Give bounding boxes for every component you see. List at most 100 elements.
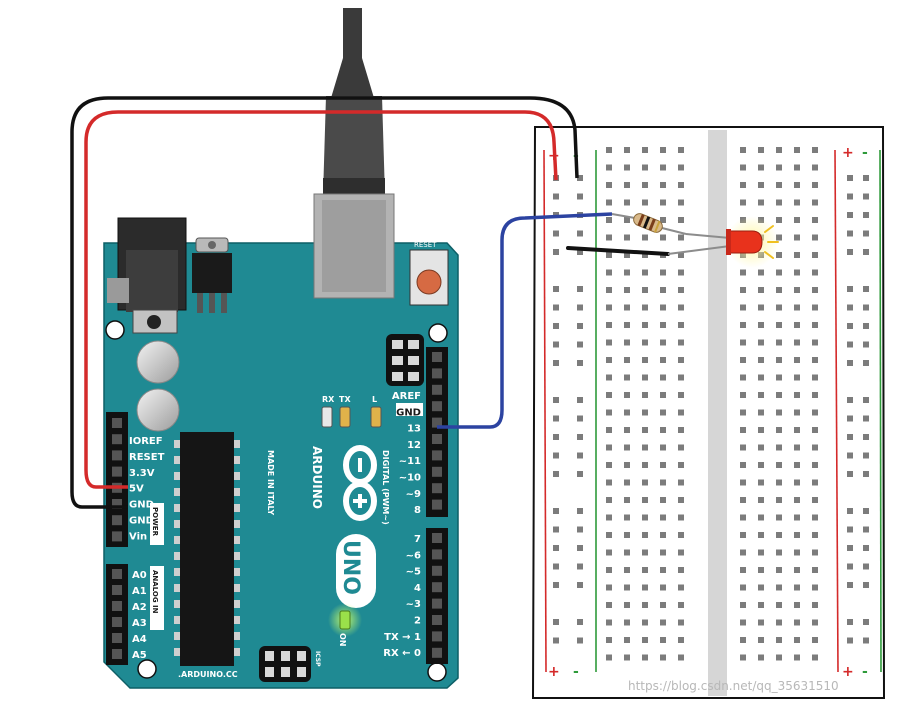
breadboard-hole: [758, 427, 764, 433]
breadboard-hole: [758, 287, 764, 293]
breadboard-hole: [776, 619, 782, 626]
rail-plus-sign-bottom-left: +: [548, 664, 560, 680]
pin-label: A5: [132, 650, 147, 661]
breadboard-hole: [606, 147, 612, 153]
breadboard-hole: [794, 164, 800, 171]
microcontroller-chip: [174, 432, 240, 666]
chip-pin: [234, 504, 240, 512]
breadboard-hole: [642, 619, 648, 626]
pin-label: RX ← 0: [383, 648, 421, 659]
chip-pin: [234, 584, 240, 592]
breadboard-hole: [660, 549, 666, 556]
breadboard-hole: [642, 514, 648, 521]
breadboard-rail-hole: [847, 212, 853, 218]
breadboard-hole: [678, 567, 684, 573]
breadboard-hole: [660, 269, 666, 276]
breadboard-hole: [624, 549, 630, 556]
chip-pin: [174, 600, 180, 608]
breadboard-hole: [624, 164, 630, 171]
breadboard-hole: [642, 427, 648, 433]
breadboard-hole: [660, 304, 666, 311]
header-pin-hole: [432, 533, 442, 543]
breadboard-hole: [642, 409, 648, 416]
breadboard-hole: [660, 637, 666, 643]
breadboard-hole: [794, 567, 800, 573]
breadboard-rail-hole: [553, 286, 559, 292]
breadboard-hole: [776, 654, 782, 661]
breadboard-rail-hole: [863, 193, 869, 200]
chip-pin: [234, 616, 240, 624]
breadboard-hole: [794, 619, 800, 626]
breadboard-hole: [740, 619, 746, 626]
analog-header: [106, 564, 128, 665]
breadboard-hole: [624, 654, 630, 661]
breadboard-hole: [794, 479, 800, 486]
reset-button[interactable]: [409, 249, 449, 306]
pin-label: A1: [132, 586, 147, 597]
breadboard-rail-hole: [863, 452, 869, 459]
header-pin-hole: [112, 601, 122, 611]
breadboard-rail-hole: [553, 563, 559, 570]
breadboard-hole: [812, 514, 818, 521]
chip-pin: [174, 632, 180, 640]
breadboard-hole: [812, 427, 818, 433]
breadboard-rail-hole: [847, 249, 853, 255]
breadboard-hole: [606, 304, 612, 311]
breadboard-rail-hole: [553, 415, 559, 422]
breadboard-hole: [812, 567, 818, 573]
chip-pin: [174, 536, 180, 544]
breadboard-hole: [776, 392, 782, 398]
breadboard-hole: [606, 584, 612, 591]
chip-pin: [234, 536, 240, 544]
pin-label: ~10: [399, 473, 421, 484]
mounting-hole-icon: [428, 323, 448, 343]
header-pin-hole: [112, 450, 122, 461]
breadboard-rail-hole: [577, 545, 583, 551]
breadboard-hole: [606, 497, 612, 503]
breadboard-hole: [678, 339, 684, 346]
breadboard-hole: [812, 164, 818, 171]
breadboard-hole: [606, 217, 612, 223]
breadboard-hole: [758, 444, 764, 451]
pin-label: A2: [132, 602, 147, 613]
pin-label: 2: [414, 616, 421, 627]
breadboard-hole: [812, 269, 818, 276]
breadboard-hole: [642, 497, 648, 503]
breadboard-hole: [776, 287, 782, 293]
breadboard-hole: [624, 357, 630, 363]
breadboard-rail-hole: [577, 508, 583, 514]
breadboard-hole: [642, 602, 648, 608]
breadboard-hole: [678, 199, 684, 206]
red-led: [667, 216, 779, 268]
breadboard-hole: [758, 164, 764, 171]
breadboard-hole: [642, 444, 648, 451]
breadboard-hole: [794, 199, 800, 206]
breadboard-hole: [606, 164, 612, 171]
breadboard-hole: [758, 637, 764, 643]
breadboard-hole: [624, 409, 630, 416]
breadboard-rail-hole: [577, 304, 583, 311]
breadboard-rail-hole: [863, 434, 869, 440]
breadboard-hole: [678, 654, 684, 661]
breadboard-hole: [740, 269, 746, 276]
mounting-hole-icon: [105, 320, 125, 340]
breadboard-hole: [624, 304, 630, 311]
analog-in-caption: ANALOG IN: [151, 570, 159, 614]
breadboard-hole: [624, 252, 630, 258]
breadboard-hole: [642, 287, 648, 293]
breadboard-hole: [740, 549, 746, 556]
breadboard-hole: [606, 479, 612, 486]
breadboard-hole: [606, 409, 612, 416]
breadboard-hole: [624, 392, 630, 398]
breadboard-hole: [642, 199, 648, 206]
pin-label: 3.3V: [129, 468, 155, 479]
breadboard-hole: [678, 637, 684, 643]
breadboard-hole: [740, 602, 746, 608]
rail-minus-sign-top-right: -: [862, 145, 868, 161]
breadboard-hole: [678, 479, 684, 486]
breadboard-hole: [812, 392, 818, 398]
breadboard-hole: [794, 269, 800, 276]
header-pin-hole: [112, 569, 122, 579]
breadboard-rail-hole: [863, 249, 869, 255]
